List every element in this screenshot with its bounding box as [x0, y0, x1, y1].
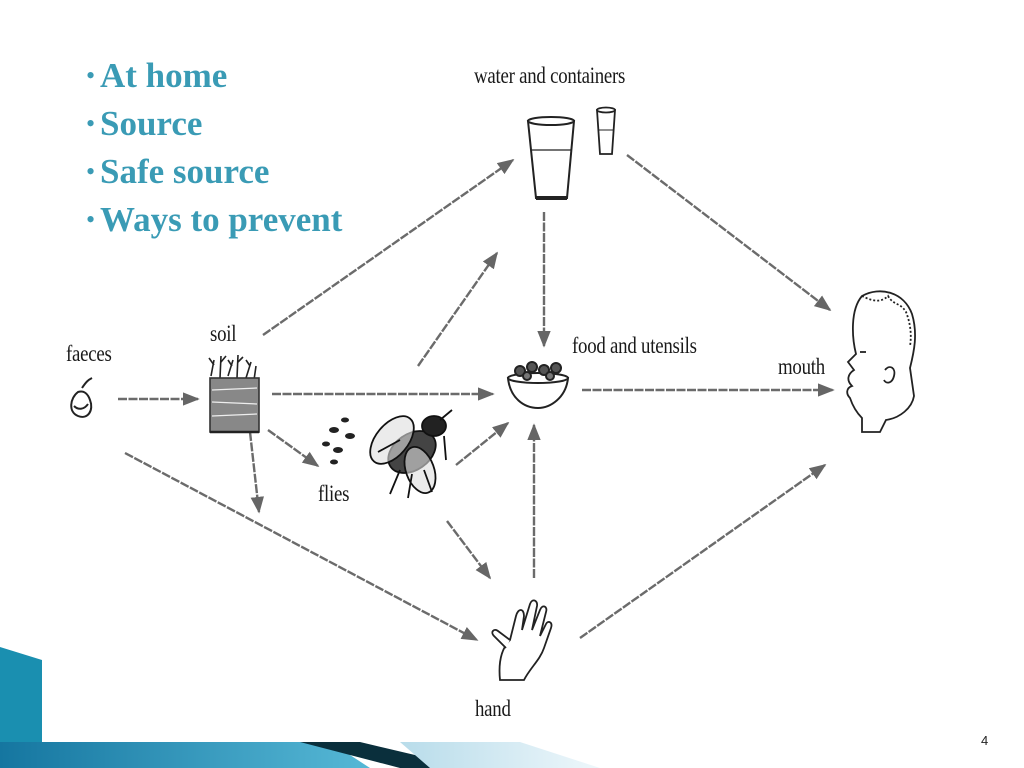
- arrow-water-to-mouth: [626, 154, 832, 312]
- bullet-item: Safe source: [86, 148, 342, 196]
- small-flies-icon: [322, 417, 355, 465]
- faeces-icon: [70, 377, 93, 418]
- bullet-list: At home Source Safe source Ways to preve…: [86, 52, 342, 244]
- face-icon: [846, 290, 916, 433]
- bullet-item: Source: [86, 100, 342, 148]
- arrow-soil-to-hand: [248, 431, 264, 514]
- bullet-item: At home: [86, 52, 342, 100]
- arrow-hand-to-mouth: [579, 464, 827, 639]
- arrow-flies-to-food: [455, 421, 510, 466]
- label-faeces: faeces: [66, 341, 112, 366]
- fly-icon: [369, 409, 453, 499]
- arrow-soil-to-flies: [267, 429, 320, 467]
- arrow-flies-to-water: [417, 251, 498, 367]
- arrow-soil-to-water: [262, 159, 515, 336]
- page-number: 4: [981, 733, 989, 748]
- bullet-item: Ways to prevent: [86, 196, 342, 244]
- label-hand: hand: [475, 696, 511, 721]
- teal-base-band: [0, 742, 370, 768]
- light-base-band: [400, 742, 600, 768]
- label-water-containers: water and containers: [474, 63, 626, 88]
- food-bowl-icon: [506, 361, 570, 410]
- soil-icon: [208, 354, 260, 434]
- label-mouth: mouth: [778, 354, 825, 379]
- label-soil: soil: [210, 321, 237, 346]
- hand-icon: [491, 599, 553, 681]
- teal-corner-shape: [0, 647, 42, 768]
- arrow-flies-to-hand: [446, 520, 492, 580]
- glass-icon: [596, 106, 616, 155]
- label-flies: flies: [318, 481, 350, 506]
- arrow-faeces-to-hand: [124, 451, 479, 642]
- label-food-utensils: food and utensils: [572, 333, 697, 358]
- bucket-icon: [526, 116, 576, 200]
